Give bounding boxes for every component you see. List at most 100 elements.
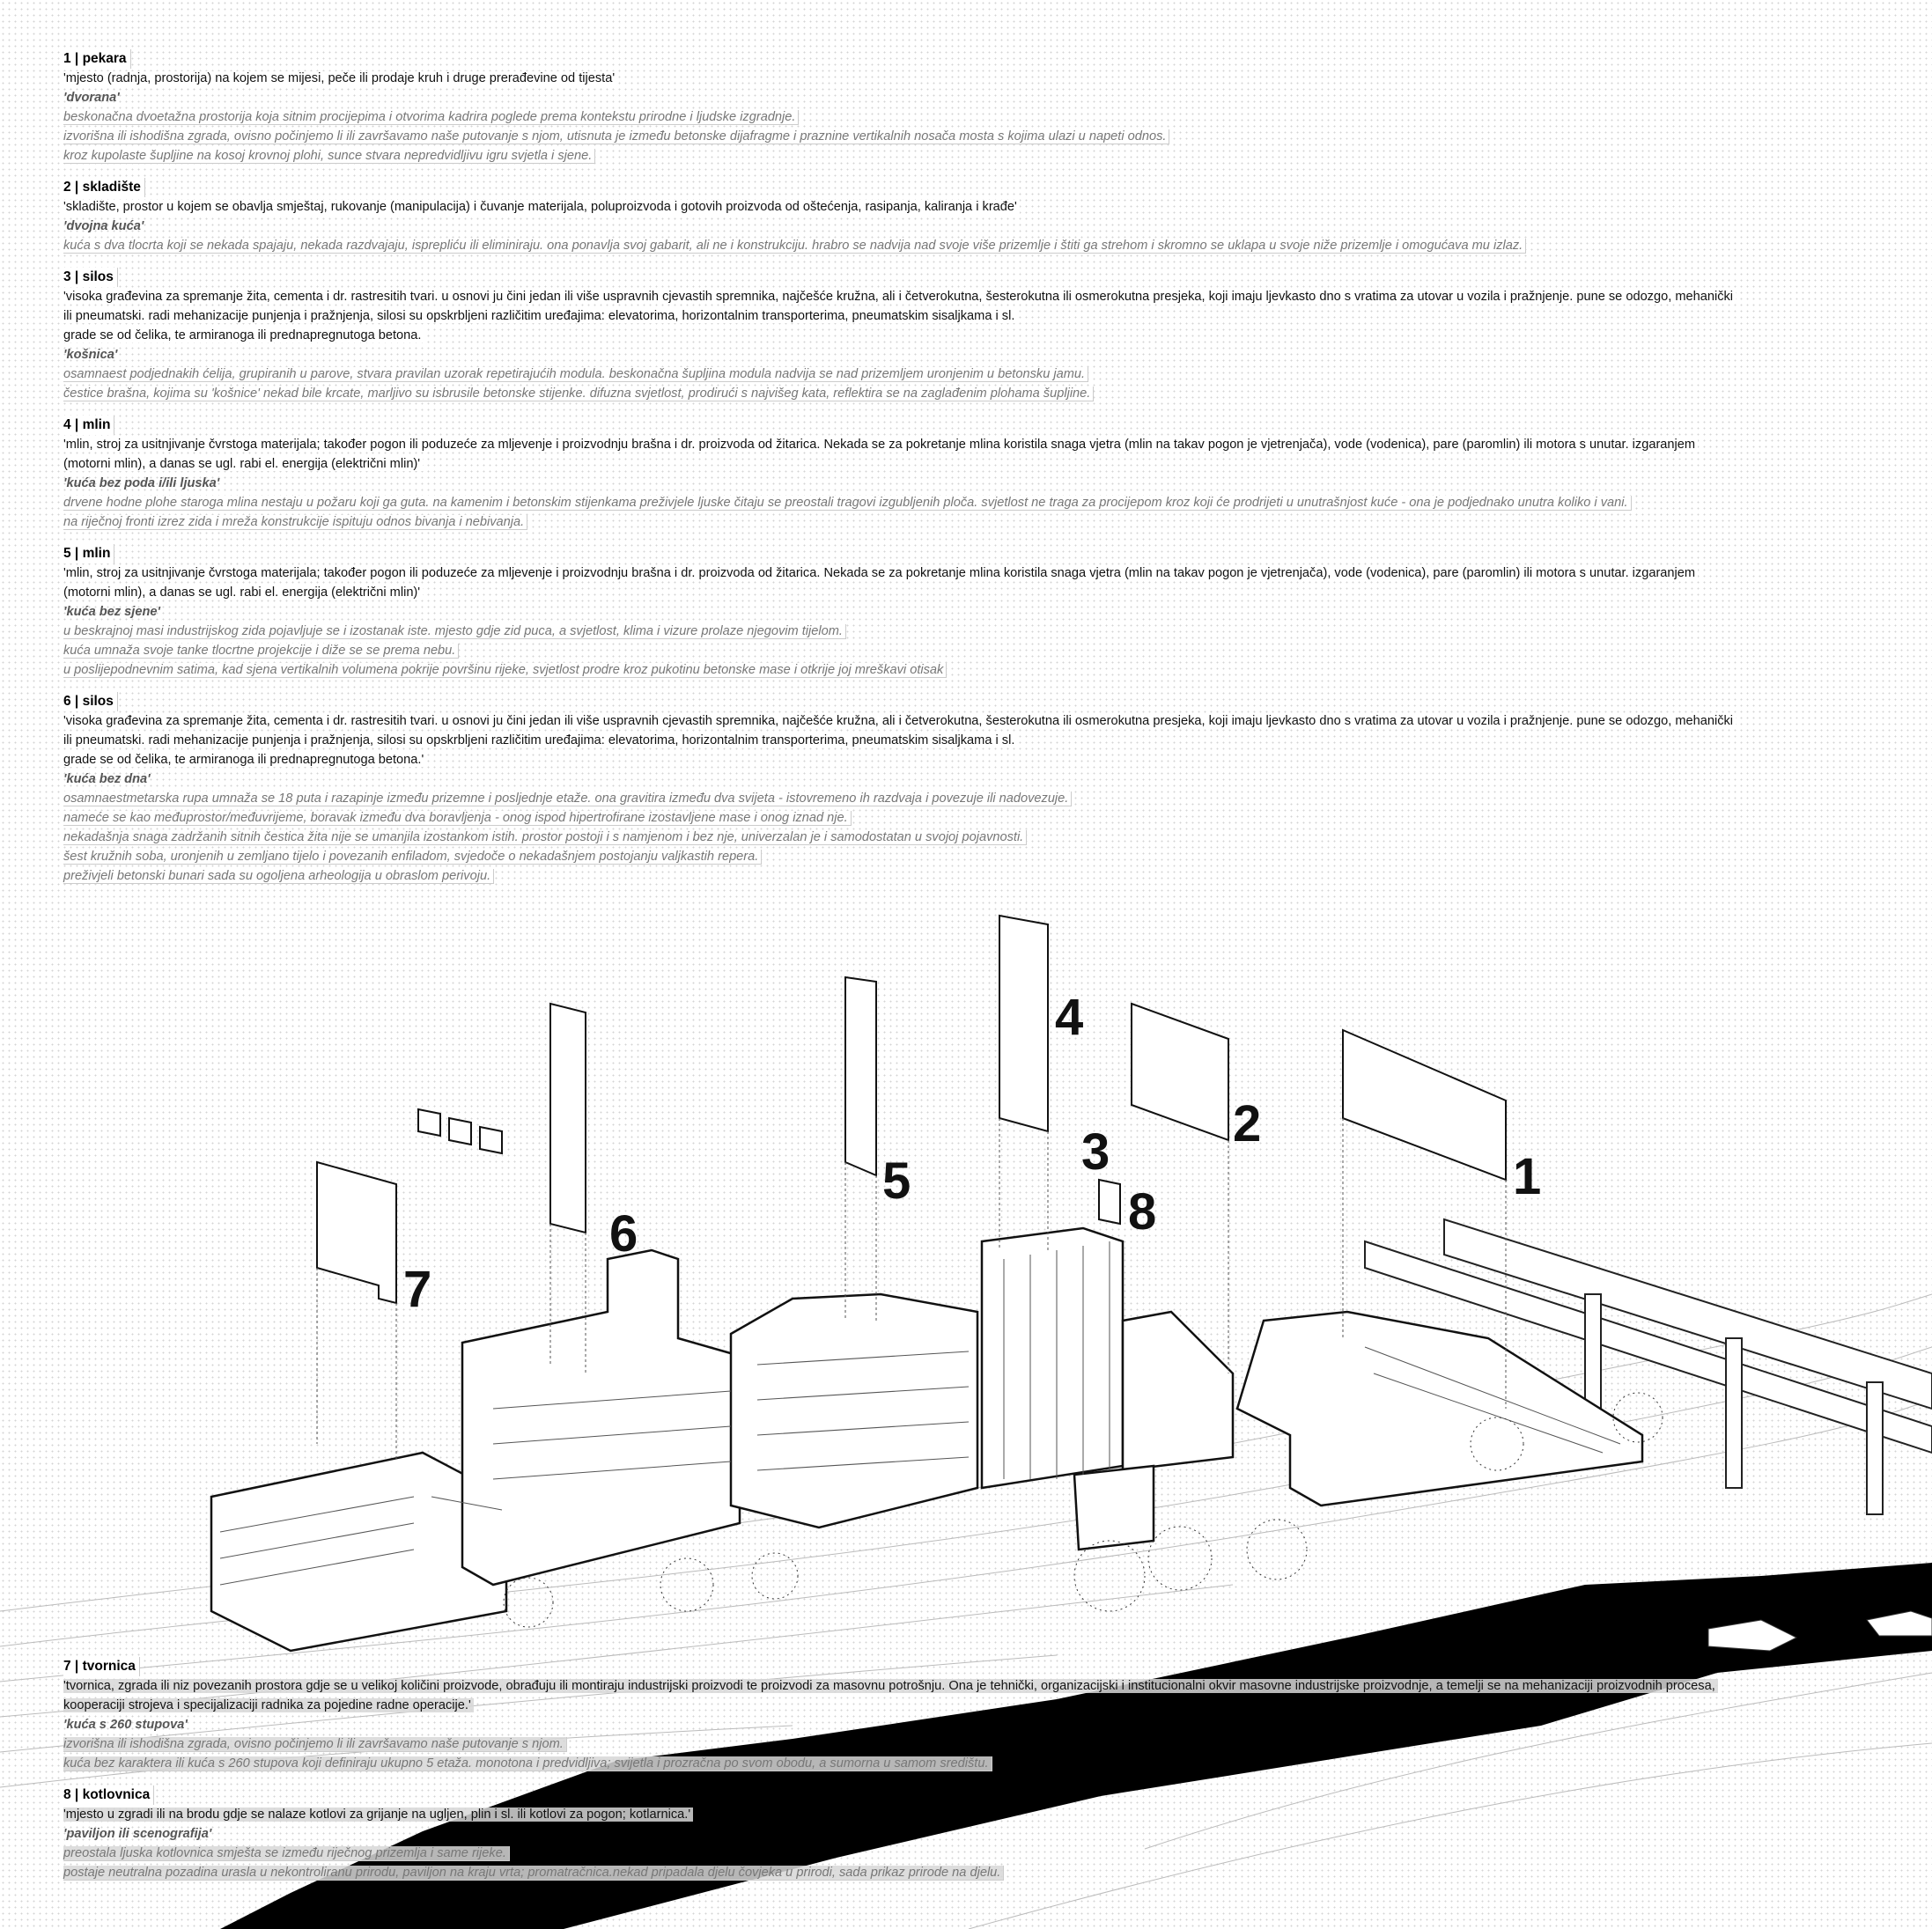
- building-2-warehouse: [1121, 1310, 1235, 1472]
- definition-text: (motorni mlin), a danas se ugl. rabi el.…: [63, 585, 424, 600]
- section-heading-row: 2 | skladište: [63, 178, 1736, 197]
- description-text: izvorišna ili ishodišna zgrada, ovisno p…: [63, 1737, 567, 1752]
- label-8: 8: [1128, 1183, 1156, 1241]
- section-heading: 7 | tvornica: [63, 1657, 140, 1676]
- definition-section: 2 | skladište 'skladište, prostor u kojem…: [63, 178, 1736, 255]
- concept-description: kuća s dva tlocrta koji se nekada spajaj…: [63, 236, 1736, 255]
- concept-title: 'košnica': [63, 345, 1736, 364]
- concept-title: 'kuća s 260 stupova': [63, 1715, 1718, 1734]
- section-heading: 2 | skladište: [63, 178, 145, 197]
- definition-text: 'mjesto u zgradi ili na brodu gdje se na…: [63, 1808, 694, 1822]
- label-7: 7: [403, 1261, 431, 1318]
- description-text: beskonačna dvoetažna prostorija koja sit…: [63, 110, 800, 125]
- concept-text: 'košnica': [63, 348, 118, 362]
- buildings: [210, 1226, 1644, 1653]
- dictionary-definition: 'visoka građevina za spremanje žita, cem…: [63, 711, 1737, 731]
- label-3: 3: [1081, 1123, 1110, 1181]
- concept-description: šest kružnih soba, uronjenih u zemljano …: [63, 847, 1736, 866]
- label-4: 4: [1055, 989, 1083, 1046]
- definition-text: ili pneumatski. radi mehanizacije punjen…: [63, 309, 1018, 323]
- description-text: na riječnoj fronti izrez zida i mreža ko…: [63, 515, 528, 530]
- concept-description: kroz kupolaste šupljine na kosoj krovnoj…: [63, 146, 1736, 166]
- concept-text: 'kuća bez sjene': [63, 605, 160, 619]
- concept-description: nekadašnja snaga zadržanih sitnih čestic…: [63, 828, 1736, 847]
- label-1: 1: [1513, 1148, 1541, 1205]
- concept-title: 'dvorana': [63, 88, 1736, 107]
- section-heading: 6 | silos: [63, 692, 118, 711]
- concept-description: postaje neutralna pozadina urasla u neko…: [63, 1863, 1718, 1882]
- building-8-boiler: [1073, 1464, 1155, 1551]
- section-heading: 1 | pekara: [63, 49, 131, 69]
- dictionary-definition: ili pneumatski. radi mehanizacije punjen…: [63, 731, 1736, 750]
- concept-title: 'dvojna kuća': [63, 217, 1736, 236]
- dictionary-definition: 'mlin, stroj za usitnjivanje čvrstoga ma…: [63, 435, 1736, 454]
- definition-section: 1 | pekara'mjesto (radnja, prostorija) n…: [63, 49, 1736, 166]
- concept-text: 'dvorana': [63, 91, 120, 105]
- dictionary-definition: 'visoka građevina za spremanje žita, cem…: [63, 287, 1737, 306]
- label-2: 2: [1233, 1095, 1261, 1152]
- definition-text: 'visoka građevina za spremanje žita, cem…: [63, 290, 1737, 304]
- section-heading-row: 4 | mlin: [63, 416, 1736, 435]
- definition-text: ili pneumatski. radi mehanizacije punjen…: [63, 733, 1018, 747]
- label-5: 5: [882, 1152, 911, 1210]
- label-6: 6: [609, 1205, 638, 1263]
- concept-description: kuća umnaža svoje tanke tlocrtne projekc…: [63, 641, 1736, 660]
- section-heading-row: 1 | pekara: [63, 49, 1736, 69]
- section-heading: 4 | mlin: [63, 416, 115, 435]
- exploded-fragments: [316, 914, 1507, 1305]
- concept-title: 'kuća bez sjene': [63, 602, 1736, 622]
- dictionary-definition: ili pneumatski. radi mehanizacije punjen…: [63, 306, 1736, 326]
- description-text: kuća s dva tlocrta koji se nekada spajaj…: [63, 239, 1527, 254]
- dictionary-definition: 'mjesto (radnja, prostorija) na kojem se…: [63, 69, 1736, 88]
- concept-description: beskonačna dvoetažna prostorija koja sit…: [63, 107, 1736, 127]
- concept-description: kuća bez karaktera ili kuća s 260 stupov…: [63, 1754, 1718, 1773]
- building-7-factory: [210, 1451, 508, 1653]
- building-6-silo: [461, 1248, 741, 1587]
- dictionary-definition: 'mlin, stroj za usitnjivanje čvrstoga ma…: [63, 563, 1736, 583]
- section-heading: 5 | mlin: [63, 544, 115, 563]
- definition-section: 5 | mlin 'mlin, stroj za usitnjivanje čvr…: [63, 544, 1736, 680]
- dictionary-definition: (motorni mlin), a danas se ugl. rabi el.…: [63, 583, 1736, 602]
- description-text: nameće se kao međuprostor/međuvrijeme, b…: [63, 811, 852, 826]
- definition-section: 4 | mlin'mlin, stroj za usitnjivanje čvr…: [63, 416, 1736, 532]
- description-text: osamnaestmetarska rupa umnaža se 18 puta…: [63, 791, 1073, 806]
- islands: [1707, 1610, 1932, 1652]
- definition-text: grade se od čelika, te armiranoga ili pr…: [63, 753, 427, 767]
- description-text: nekadašnja snaga zadržanih sitnih čestic…: [63, 830, 1028, 845]
- description-text: kroz kupolaste šupljine na kosoj krovnoj…: [63, 149, 596, 164]
- concept-description: preostala ljuska kotlovnica smješta se i…: [63, 1844, 1718, 1863]
- concept-title: 'paviljon ili scenografija': [63, 1824, 1718, 1844]
- description-text: kuća umnaža svoje tanke tlocrtne projekc…: [63, 644, 460, 659]
- dictionary-definition: grade se od čelika, te armiranoga ili pr…: [63, 326, 1736, 345]
- dictionary-definition: 'tvornica, zgrada ili niz povezanih pros…: [63, 1676, 1718, 1696]
- section-heading-row: 5 | mlin: [63, 544, 1736, 563]
- concept-description: nameće se kao međuprostor/međuvrijeme, b…: [63, 808, 1736, 828]
- section-heading-row: 7 | tvornica: [63, 1657, 1718, 1676]
- definition-text: 'skladište, prostor u kojem se obavlja s…: [63, 200, 1020, 214]
- dictionary-definition: 'skladište, prostor u kojem se obavlja s…: [63, 197, 1736, 217]
- concept-text: 'paviljon ili scenografija': [63, 1827, 212, 1841]
- dictionary-definition: grade se od čelika, te armiranoga ili pr…: [63, 750, 1736, 769]
- definition-text: 'mlin, stroj za usitnjivanje čvrstoga ma…: [63, 566, 1699, 580]
- concept-title: 'kuća bez dna': [63, 769, 1736, 789]
- definition-text: (motorni mlin), a danas se ugl. rabi el.…: [63, 457, 424, 471]
- description-text: postaje neutralna pozadina urasla u neko…: [63, 1866, 1005, 1881]
- definition-section: 8 | kotlovnica'mjesto u zgradi ili na br…: [63, 1785, 1718, 1882]
- concept-text: 'kuća s 260 stupova': [63, 1718, 188, 1732]
- number-labels: 1 2 3 4 5 6 7 8: [403, 989, 1541, 1318]
- description-text: osamnaest podjednakih ćelija, grupiranih…: [63, 367, 1089, 382]
- definition-text: kooperaciji strojeva i specijalizaciji r…: [63, 1698, 474, 1712]
- concept-description: preživjeli betonski bunari sada su ogolj…: [63, 866, 1736, 886]
- description-text: kuća bez karaktera ili kuća s 260 stupov…: [63, 1756, 992, 1771]
- building-1-bakery: [1235, 1310, 1644, 1507]
- definition-section: 7 | tvornica'tvornica, zgrada ili niz po…: [63, 1657, 1718, 1773]
- section-heading-row: 6 | silos: [63, 692, 1736, 711]
- concept-text: 'dvojna kuća': [63, 219, 144, 233]
- description-text: čestice brašna, kojima su 'košnice' neka…: [63, 387, 1095, 401]
- building-5-mill: [729, 1292, 979, 1529]
- concept-description: izvorišna ili ishodišna zgrada, ovisno p…: [63, 127, 1736, 146]
- concept-description: osamnaest podjednakih ćelija, grupiranih…: [63, 364, 1736, 384]
- description-text: u poslijepodnevnim satima, kad sjena ver…: [63, 663, 948, 678]
- definition-text: grade se od čelika, te armiranoga ili pr…: [63, 328, 424, 342]
